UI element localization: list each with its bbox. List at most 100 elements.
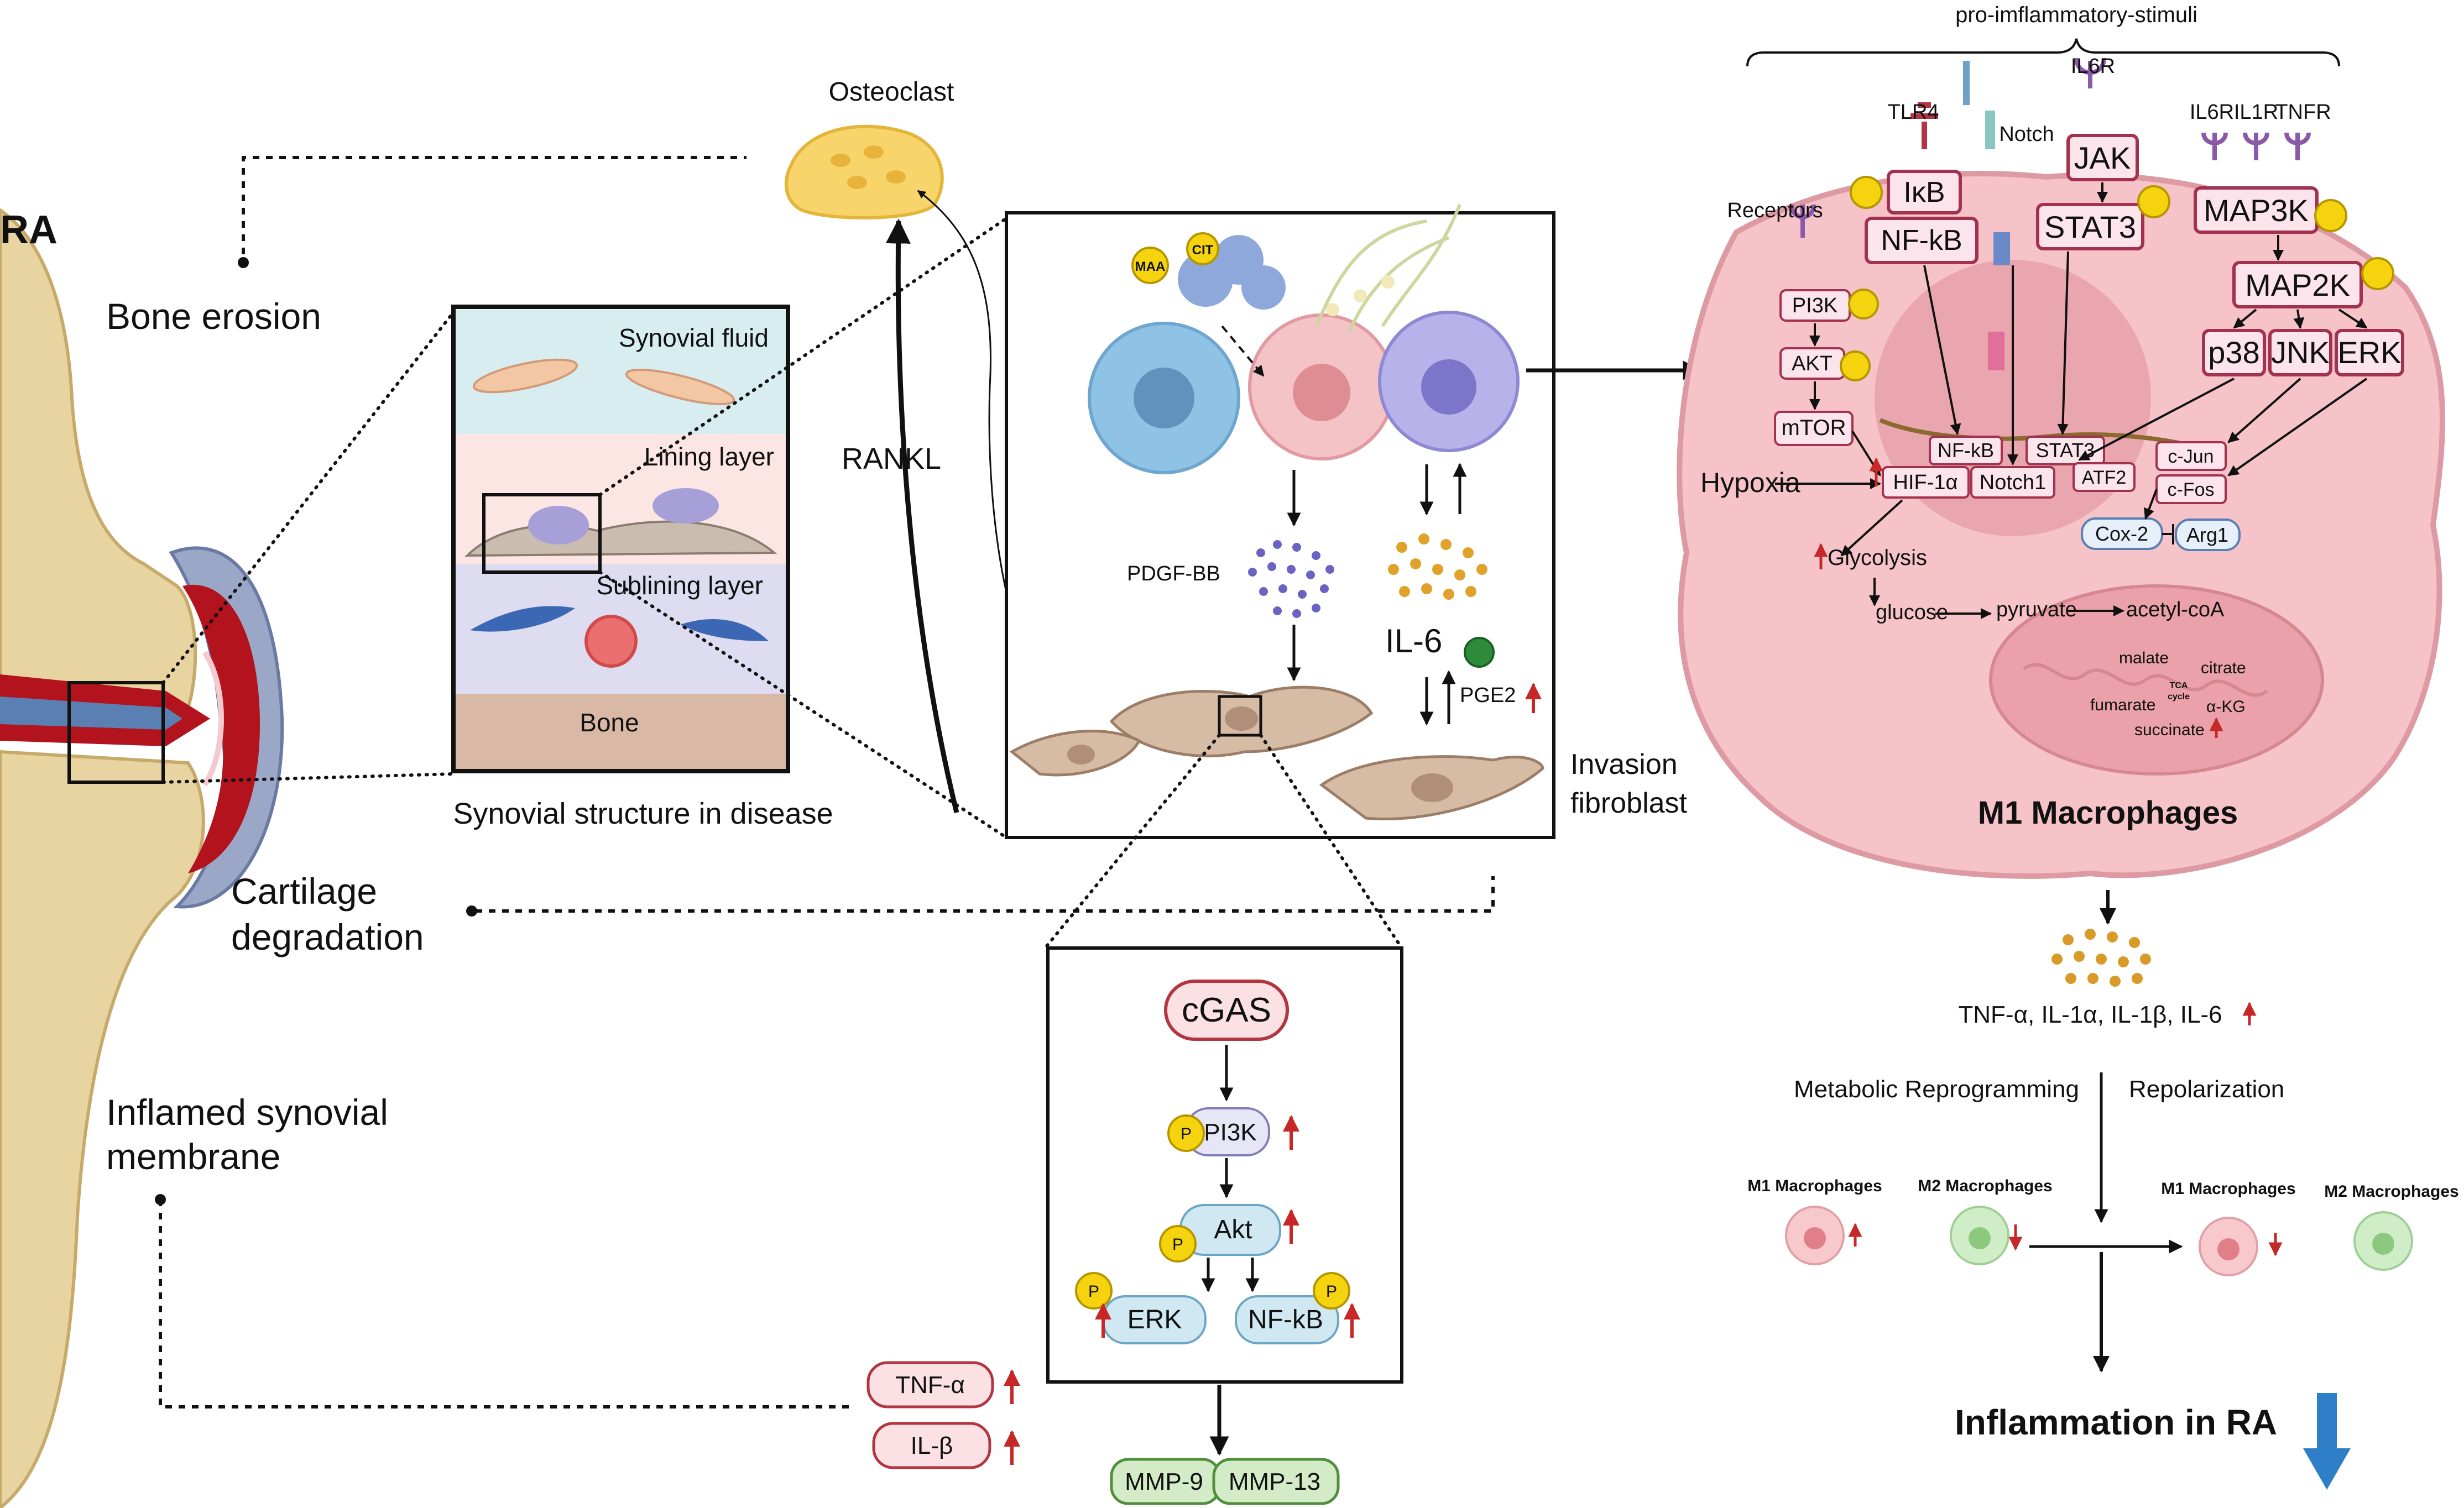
tnfa-label: TNF-α [895, 1371, 965, 1399]
erk-p: P [1088, 1282, 1099, 1301]
map2k-label: MAP2K [2245, 268, 2350, 302]
akt-label-m: AKT [1792, 352, 1833, 375]
arg1-node [2175, 519, 2241, 551]
malate-label: malate [2119, 649, 2169, 667]
akt-label: Akt [1214, 1215, 1252, 1244]
notch-label: Notch [1999, 123, 2054, 146]
synovial-fluid-label: Synovial fluid [619, 323, 769, 352]
receptors-label: Receptors [1727, 199, 1823, 222]
acetylcoa-label: acetyl-coA [2126, 598, 2225, 621]
inflammation-label: Inflammation in RA [1955, 1402, 2277, 1442]
metabolic-label: Metabolic Reprogramming [1794, 1076, 2079, 1103]
osteoclast-cell [784, 124, 944, 219]
fumarate-label: fumarate [2090, 696, 2155, 714]
cgas-pathway-panel [1046, 946, 1403, 1505]
cfos-label: c-Fos [2168, 479, 2215, 500]
bone-erosion-label: Bone erosion [106, 296, 321, 337]
center-panel [1005, 203, 1555, 950]
ilb-box [872, 1422, 991, 1469]
glycolysis-label: Glycolysis [1828, 546, 1927, 570]
citrate-label: citrate [2201, 659, 2246, 677]
cit-badge [1186, 232, 1219, 265]
repolarization-label: Repolarization [2129, 1076, 2284, 1103]
il6r-label: IL6R [2190, 101, 2234, 124]
cjun-label: c-Jun [2168, 446, 2214, 467]
bone-label: Bone [580, 708, 639, 737]
maa-label: MAA [1135, 259, 1166, 274]
jak-label: JAK [2074, 140, 2131, 175]
pi3k-label-m: PI3K [1792, 294, 1837, 317]
m2-right-label: M2 Macrophages [2324, 1182, 2458, 1201]
il6-label: IL-6 [1385, 622, 1442, 659]
cartilage-label-1: Cartilage [231, 871, 377, 912]
pi3k-label: PI3K [1204, 1119, 1256, 1146]
m1-macrophages-title: M1 Macrophages [1978, 795, 2238, 831]
signaling-nodes [1774, 134, 2404, 446]
lining-layer-label: Lining layer [644, 442, 774, 471]
membrane-receptors [1789, 57, 2311, 370]
mmp13-label: MMP-13 [1229, 1468, 1320, 1495]
ilb-label: IL-β [911, 1432, 953, 1459]
osteoclast-label: Osteoclast [829, 77, 954, 107]
tca-label-2: cycle [2168, 692, 2190, 701]
pge2-molecule [1464, 637, 1495, 668]
succinate-label: succinate [2134, 721, 2205, 739]
cgas-node [1164, 980, 1289, 1041]
akt-p: P [1172, 1235, 1183, 1254]
hif1a-label: HIF-1α [1893, 471, 1958, 494]
pdgf-label: PDGF-BB [1127, 562, 1220, 585]
nfkb-node [1235, 1295, 1339, 1344]
stat3-nuc-label: STAT3 [2036, 439, 2095, 462]
nfkb-p: P [1326, 1282, 1337, 1301]
erk-label-m: ERK [2337, 335, 2401, 370]
pge2-label: PGE2 [1460, 684, 1516, 707]
cox2-label: Cox-2 [2095, 522, 2148, 545]
nfkb-nuc-label: NF-kB [1938, 439, 1994, 462]
synovial-structure-panel [451, 217, 1008, 839]
map3k-label: MAP3K [2204, 193, 2309, 228]
stat3-label: STAT3 [2044, 210, 2136, 244]
tnfr-label: TNFR [2275, 101, 2331, 124]
cgas-label: cGAS [1182, 991, 1271, 1029]
pyruvate-label: pyruvate [1996, 598, 2077, 621]
joint-illustration [0, 208, 455, 1508]
maa-badge [1131, 247, 1169, 284]
il6r-top-label: IL6R [2071, 55, 2115, 78]
stimuli-label: pro-imflammatory-stimuli [1955, 3, 2197, 27]
m2-left-label: M2 Macrophages [1918, 1177, 2052, 1195]
nfkb-label-m: NF-kB [1881, 224, 1962, 256]
atf2-label: ATF2 [2082, 467, 2127, 488]
small-macrophage-cells [1785, 1206, 2413, 1276]
tnfa-box [866, 1361, 994, 1408]
tlr4-label: TLR4 [1888, 101, 1939, 124]
invasion-label-2: fibroblast [1570, 787, 1688, 819]
ikb-label: IκB [1903, 176, 1945, 208]
decrease-arrow [2303, 1393, 2351, 1490]
tca-label-1: TCA [2170, 681, 2188, 690]
inflamed-label-1: Inflamed synovial [106, 1092, 388, 1133]
glucose-label: glucose [1876, 601, 1948, 624]
pi3k-p: P [1181, 1125, 1192, 1143]
cytokines-label: TNF-α, IL-1α, IL-1β, IL-6 [1958, 1001, 2222, 1028]
m1-right-label: M1 Macrophages [2161, 1180, 2295, 1198]
synovial-caption: Synovial structure in disease [453, 797, 833, 830]
sublining-layer-label: Sublining layer [596, 571, 763, 600]
invasion-label-1: Invasion [1570, 748, 1678, 781]
inflamed-label-2: membrane [106, 1136, 280, 1177]
m1-left-label: M1 Macrophages [1747, 1177, 1882, 1195]
ra-label: RA [0, 208, 58, 252]
joint-zoom-box [67, 681, 165, 784]
mtor-label: mTOR [1781, 416, 1846, 440]
erk-label: ERK [1127, 1305, 1182, 1334]
cartilage-label-2: degradation [231, 917, 424, 957]
mmp9-label: MMP-9 [1125, 1468, 1203, 1495]
akg-label: α-KG [2206, 698, 2246, 716]
notch1-label: Notch1 [1980, 471, 2046, 494]
mmp13-node [1212, 1458, 1340, 1505]
il1r-label: IL1R [2234, 101, 2278, 124]
nfkb-label: NF-kB [1248, 1305, 1323, 1334]
jnk-label: JNK [2271, 335, 2330, 370]
cit-label: CIT [1192, 243, 1214, 258]
p38-label: p38 [2208, 335, 2259, 370]
